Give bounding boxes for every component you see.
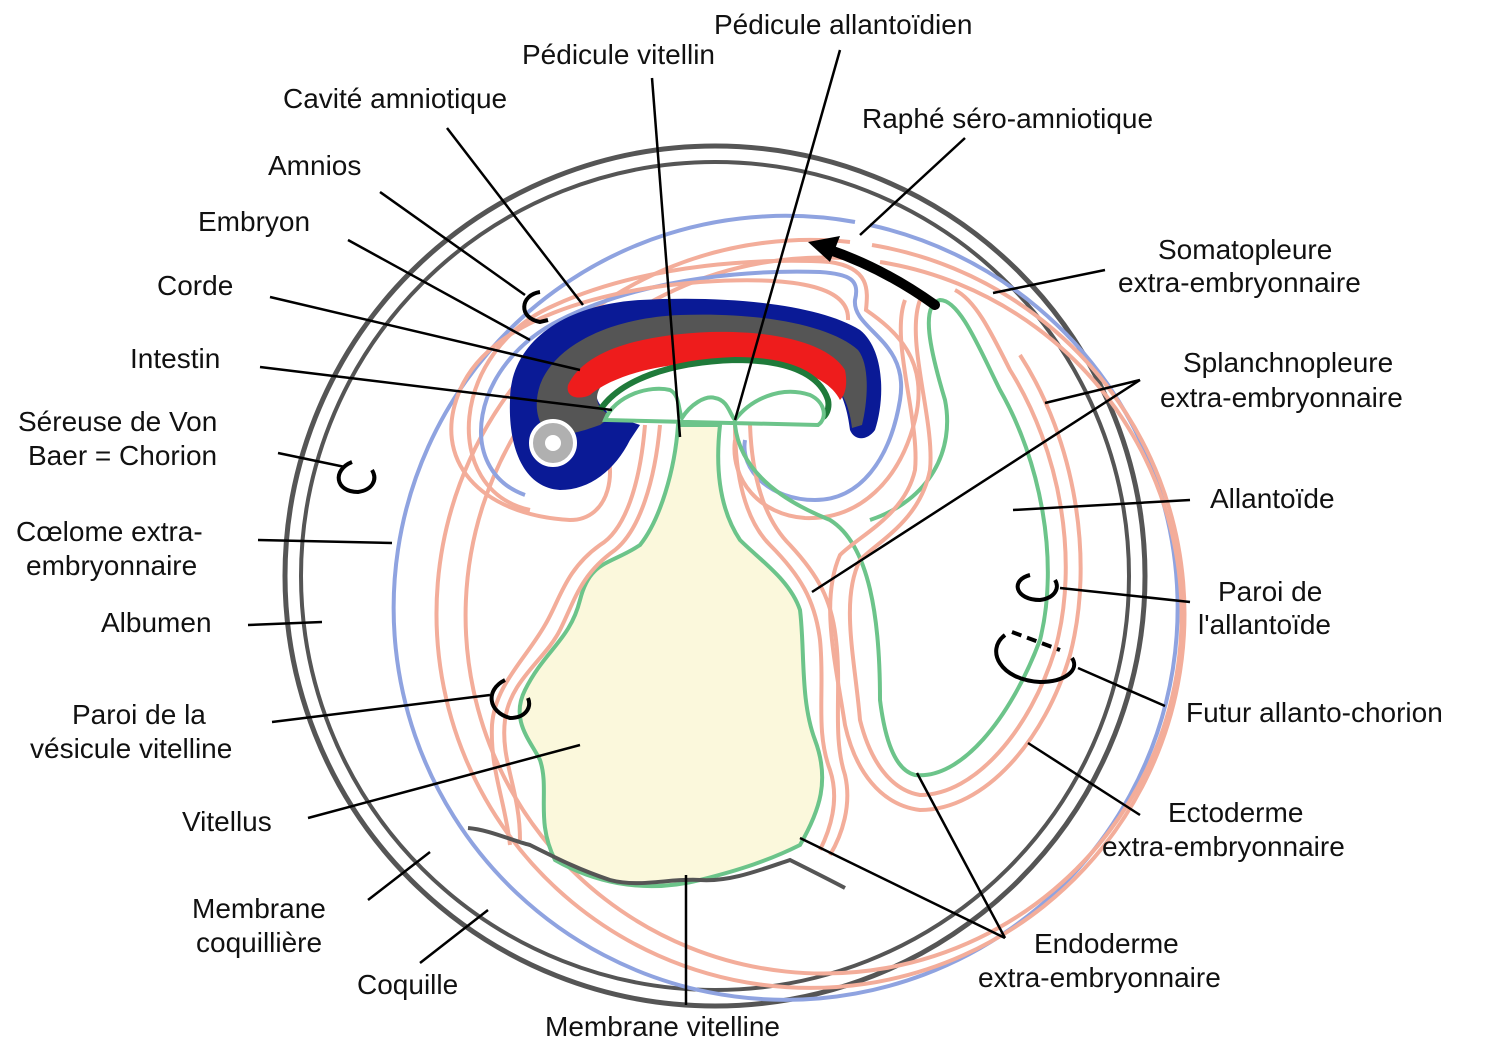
allantois-wall-marker-icon [1018,575,1057,600]
label-endoderme-line1: Endoderme [1034,928,1179,959]
label-embryon: Embryon [198,206,310,237]
label-somatopleure-line2: extra-embryonnaire [1118,267,1361,298]
label-somatopleure-line1: Somatopleure [1158,234,1332,265]
label-amnios: Amnios [268,150,361,181]
leader-cavite-amniotique [447,128,583,305]
neural-tube-inner [545,435,561,451]
label-coelome-line2: embryonnaire [26,550,197,581]
leader-endoderme-a [917,773,1005,938]
label-coquille: Coquille [357,969,458,1000]
label-paroi-allantoide-line1: Paroi de [1218,576,1322,607]
label-endoderme-line2: extra-embryonnaire [978,962,1221,993]
leader-endoderme-b [800,838,1005,938]
label-sereuse-line1: Séreuse de Von [18,406,217,437]
leader-futur-allanto-chorion [1078,668,1165,706]
label-paroi-vesicule-line2: vésicule vitelline [30,733,232,764]
leader-somatopleure [993,270,1105,293]
label-membrane-coquilliere-line1: Membrane [192,893,326,924]
leader-coelome [258,540,392,543]
label-splanchnopleure-line1: Splanchnopleure [1183,347,1393,378]
label-pedicule-allantoidien: Pédicule allantoïdien [714,9,972,40]
label-albumen: Albumen [101,607,212,638]
label-futur-allanto-chorion: Futur allanto-chorion [1186,697,1443,728]
leader-vitellus [308,745,580,818]
label-intestin: Intestin [130,343,220,374]
label-ectoderme-line2: extra-embryonnaire [1102,831,1345,862]
gut-lumen [605,389,824,425]
label-membrane-vitelline: Membrane vitelline [545,1011,780,1042]
label-corde: Corde [157,270,233,301]
leader-splanchnopleure-a [1045,380,1140,403]
leader-sereuse [278,453,345,467]
label-ectoderme-line1: Ectoderme [1168,797,1303,828]
leader-pedicule-vitellin [652,78,680,437]
yolk-mass [520,425,823,886]
leader-raphe [860,138,965,235]
label-coelome-line1: Cœlome extra- [16,516,203,547]
label-vitellus: Vitellus [182,806,272,837]
leader-embryon [348,240,530,340]
label-allantoide: Allantoïde [1210,483,1335,514]
label-sereuse-line2: Baer = Chorion [28,440,217,471]
label-membrane-coquilliere-line2: coquillière [196,927,322,958]
label-raphe: Raphé séro-amniotique [862,103,1153,134]
leader-albumen [248,622,322,625]
label-splanchnopleure-line2: extra-embryonnaire [1160,382,1403,413]
label-paroi-allantoide-line2: l'allantoïde [1198,609,1331,640]
label-paroi-vesicule-line1: Paroi de la [72,699,206,730]
leader-ectoderme [1028,743,1140,815]
label-pedicule-vitellin: Pédicule vitellin [522,39,715,70]
label-cavite-amniotique: Cavité amniotique [283,83,507,114]
